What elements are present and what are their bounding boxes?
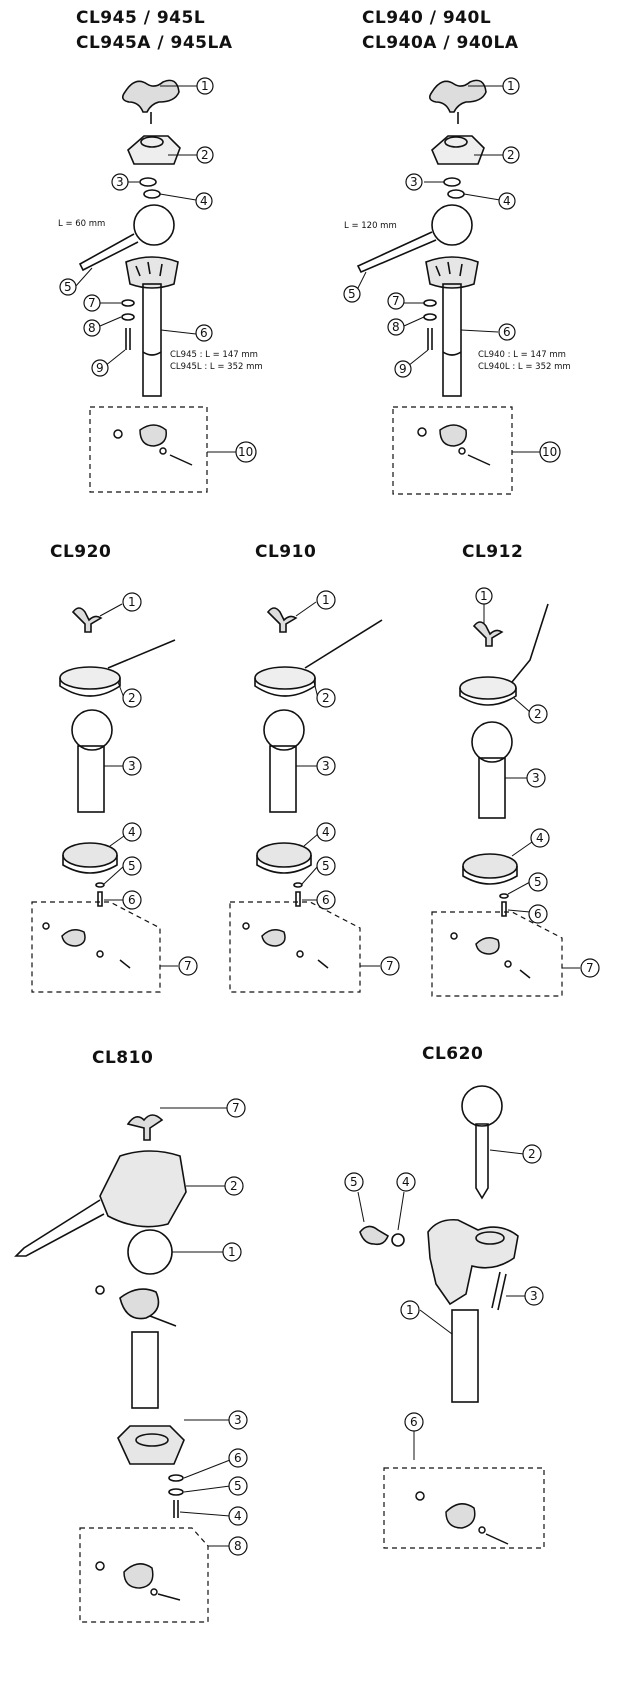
cl910-title: CL910 [255,542,317,562]
cl945-callout-8: 8 [88,321,96,335]
cl940-callout-9: 9 [399,362,407,376]
cl945-callout-9: 9 [96,361,104,375]
cl810-title: CL810 [92,1048,154,1068]
cl945-rod-length-label: L = 60 mm [58,219,106,229]
cl920-callout-2: 2 [128,691,136,705]
cl912-title: CL912 [462,542,524,562]
cl945-callout-4: 4 [200,194,208,208]
cl912-callout-6: 6 [534,907,542,921]
cl920-callout-6: 6 [128,893,136,907]
cl940-callout-1: 1 [507,79,515,93]
cl940-callout-10: 10 [542,445,557,459]
cl810-callout-5: 5 [234,1479,242,1493]
cl620-callout-6: 6 [410,1415,418,1429]
cl810-callout-1: 1 [228,1245,236,1259]
cl920-callout-5: 5 [128,859,136,873]
cl940-callout-7: 7 [392,294,400,308]
cl912-callout-7: 7 [586,961,594,975]
cl810-callout-6: 6 [234,1451,242,1465]
cl620-callout-4: 4 [402,1175,410,1189]
cl920-callout-4: 4 [128,825,136,839]
cl945-callout-3: 3 [116,175,124,189]
cl920-callout-3: 3 [128,759,136,773]
cl910-callout-1: 1 [322,593,330,607]
cl945-callout-7: 7 [88,296,96,310]
cl810-callout-2: 2 [230,1179,238,1193]
cl945-callout-6: 6 [200,326,208,340]
cl940-callout-4: 4 [503,194,511,208]
cl940-callout-6: 6 [503,325,511,339]
cl912-callout-3: 3 [532,771,540,785]
cl910-callout-3: 3 [322,759,330,773]
cl620-callout-2: 2 [528,1147,536,1161]
cl945-callout-1: 1 [201,79,209,93]
cl910-callout-5: 5 [322,859,330,873]
cl920-callout-7: 7 [184,959,192,973]
cl810-callout-3: 3 [234,1413,242,1427]
cl810-callout-8: 8 [234,1539,242,1553]
cl620-callout-1: 1 [406,1303,414,1317]
cl945-callout-5: 5 [64,280,72,294]
cl912-callout-1: 1 [480,589,488,603]
cl620-callout-5: 5 [350,1175,358,1189]
cl810-callout-7-knob: 7 [232,1101,240,1115]
cl620-callout-3: 3 [530,1289,538,1303]
cl810-callout-4: 4 [234,1509,242,1523]
cl910-callout-4: 4 [322,825,330,839]
cl910-callout-2: 2 [322,691,330,705]
cl912-callout-2: 2 [534,707,542,721]
cl920-title: CL920 [50,542,112,562]
cl940-callout-8: 8 [392,320,400,334]
cl940-callout-2: 2 [507,148,515,162]
cl945-callout-10: 10 [238,445,253,459]
cl945-callout-2: 2 [201,148,209,162]
cl910-callout-7: 7 [386,959,394,973]
cl940-callout-5: 5 [348,287,356,301]
cl620-title: CL620 [422,1044,484,1064]
cl920-callout-1: 1 [128,595,136,609]
cl940-rod-length-label: L = 120 mm [344,221,397,231]
cl910-callout-6: 6 [322,893,330,907]
cl912-callout-5: 5 [534,875,542,889]
cl940-callout-3: 3 [410,175,418,189]
cl912-callout-4: 4 [536,831,544,845]
